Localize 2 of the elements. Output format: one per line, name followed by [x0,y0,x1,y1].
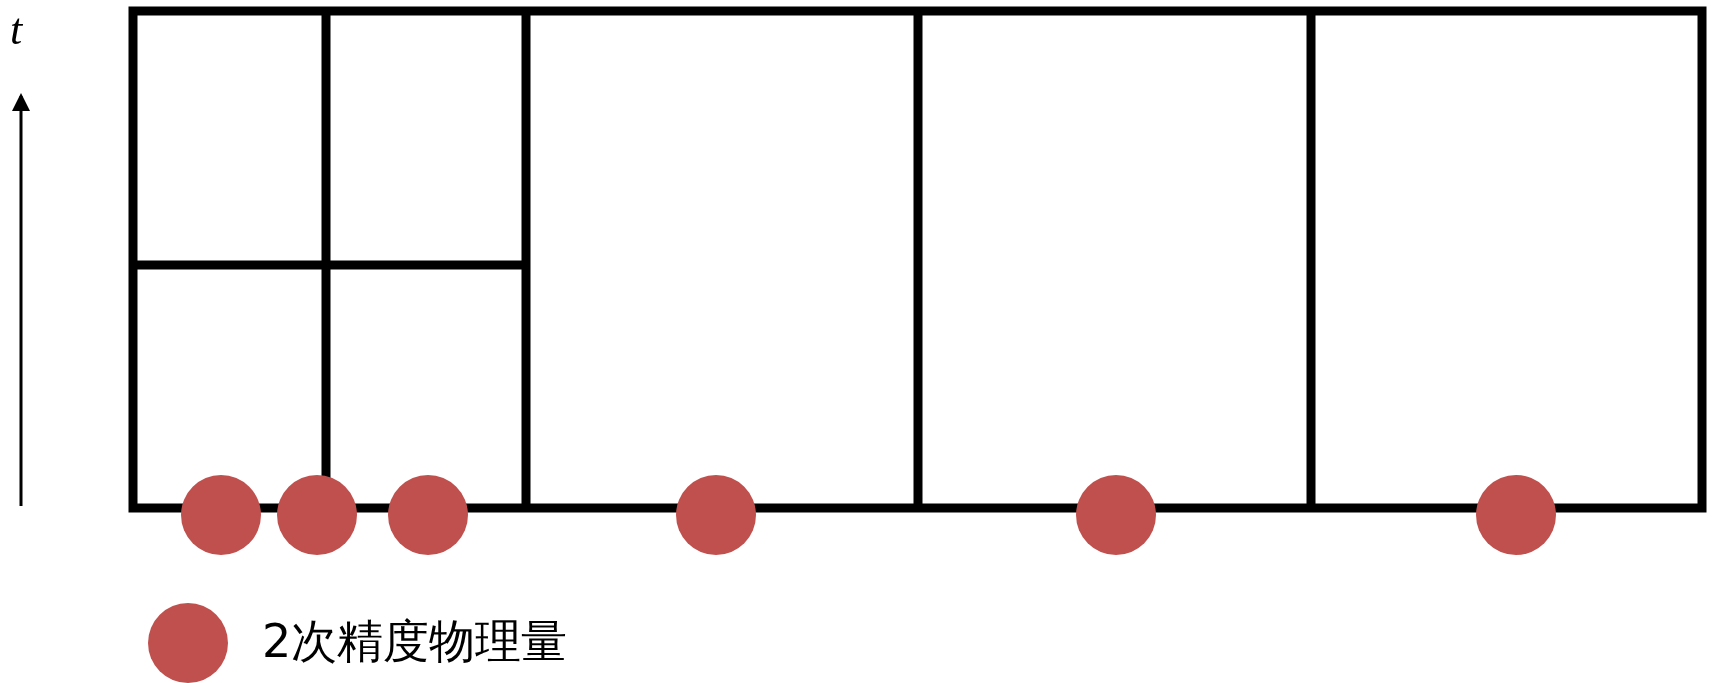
axis-label: t [10,8,23,52]
legend-label: 2次精度物理量 [262,615,568,667]
